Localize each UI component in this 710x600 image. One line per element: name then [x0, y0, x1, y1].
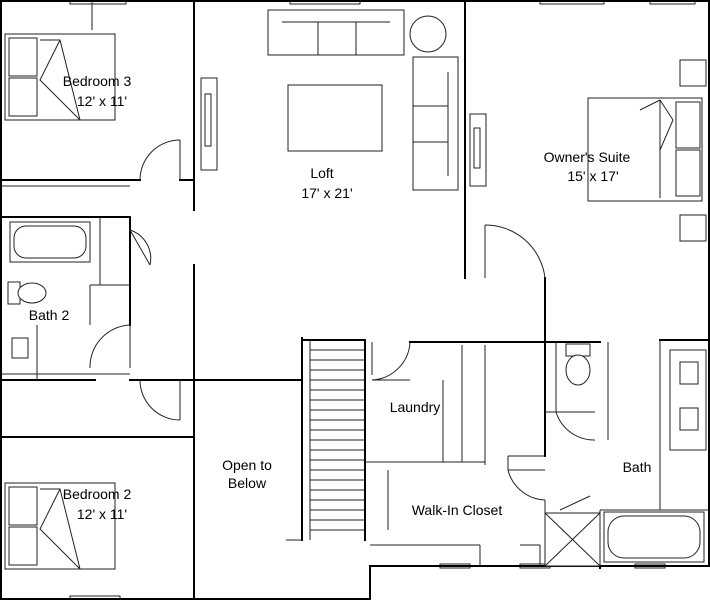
dims-loft: 17' x 21': [301, 185, 352, 201]
label-bath-2: Bath 2: [29, 307, 70, 323]
label-bath: Bath: [623, 459, 652, 475]
stair-treads: [309, 340, 365, 540]
label-laundry: Laundry: [390, 399, 441, 415]
label-open-to-below-2: Below: [228, 475, 267, 491]
label-open-to-below-1: Open to: [222, 457, 272, 473]
label-bedroom-3: Bedroom 3: [63, 73, 132, 89]
furniture: [4, 9, 707, 570]
dims-owners-suite: 15' x 17': [567, 168, 618, 184]
label-walk-in-closet: Walk-In Closet: [412, 502, 503, 518]
label-loft: Loft: [310, 165, 333, 181]
dims-bedroom-3: 12' x 11': [77, 93, 127, 109]
label-bedroom-2: Bedroom 2: [63, 486, 132, 502]
dims-bedroom-2: 12' x 11': [77, 506, 127, 522]
doors: [89, 139, 596, 501]
label-owners-suite: Owner's Suite: [544, 149, 631, 165]
room-labels: Bedroom 3 12' x 11' Loft 17' x 21' Owner…: [29, 73, 652, 522]
